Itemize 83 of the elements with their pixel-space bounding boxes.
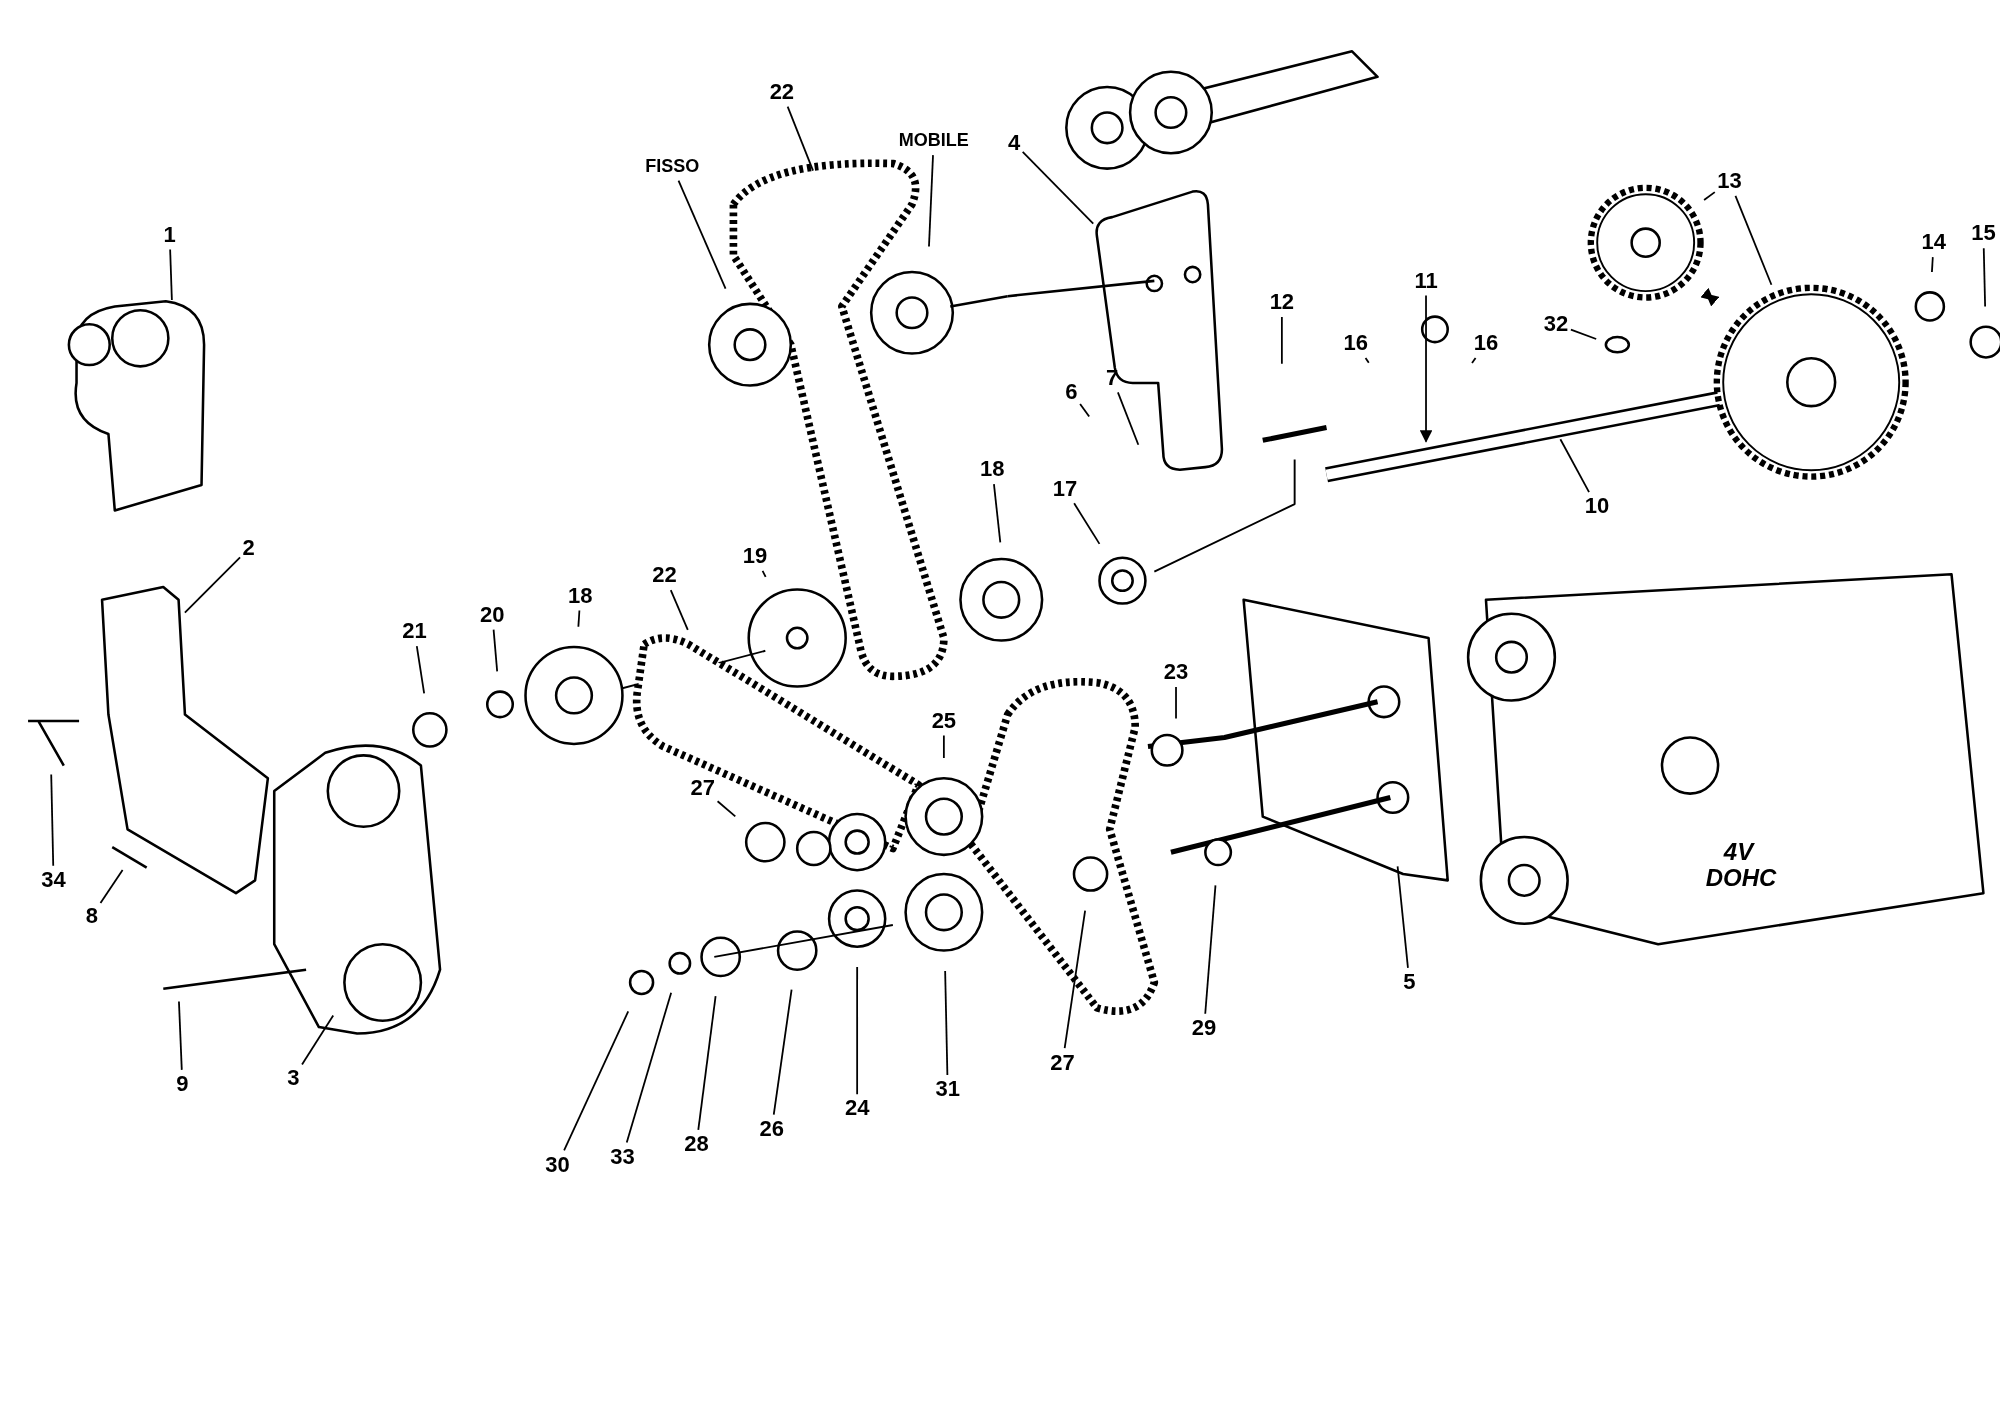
- callout-number: 30: [545, 1152, 570, 1177]
- leader-line: [1073, 502, 1101, 545]
- callout-number: 14: [1921, 230, 1946, 255]
- callout-number: 33: [610, 1144, 635, 1169]
- callout-number: 29: [1191, 1016, 1217, 1041]
- part-label: MOBILE: [898, 128, 969, 153]
- leader-line: [856, 966, 859, 1096]
- callout-number: 16: [1473, 331, 1499, 356]
- leader-line: [761, 570, 767, 578]
- double-arrow: [1700, 287, 1720, 307]
- leader-line: [669, 589, 689, 631]
- callout-number: 3: [287, 1065, 300, 1090]
- arrow: [1419, 294, 1433, 443]
- callout-number: 18: [568, 583, 593, 608]
- leader-line: [1021, 151, 1095, 225]
- callout-number: 8: [85, 903, 98, 928]
- leader-line: [1396, 865, 1409, 969]
- leader-line: [1175, 686, 1177, 720]
- callout-number: 17: [1052, 476, 1078, 501]
- part-label: FISSO: [645, 153, 700, 178]
- leader-line: [1117, 391, 1140, 446]
- leader-line: [1079, 403, 1091, 418]
- callout-number: 4: [1007, 130, 1021, 155]
- callout-number: 28: [684, 1132, 709, 1157]
- leader-line: [178, 1000, 183, 1071]
- callout-number: 9: [176, 1072, 189, 1097]
- callout-number: 31: [935, 1077, 960, 1102]
- callout-number: 15: [1971, 221, 1996, 246]
- leader-line: [1364, 357, 1370, 364]
- callout-number: 34: [41, 868, 66, 893]
- leader-line: [577, 609, 581, 628]
- leader-line: [50, 773, 55, 867]
- callout-number: 25: [931, 708, 957, 733]
- callout-number: 18: [980, 457, 1005, 482]
- callout-number: 16: [1343, 331, 1369, 356]
- leader-line: [301, 1014, 335, 1066]
- leader-line: [1570, 328, 1598, 340]
- callout-number: 12: [1269, 290, 1295, 315]
- leader-line: [1204, 884, 1217, 1015]
- leader-line: [1063, 909, 1086, 1050]
- leader-line: [184, 556, 241, 614]
- callout-number: 26: [759, 1116, 784, 1141]
- callout-number: 10: [1584, 494, 1610, 519]
- callout-number: 13: [1717, 169, 1742, 194]
- leader-line: [169, 248, 173, 301]
- callout-number: 27: [690, 776, 716, 801]
- sprocket-drawing: [1586, 183, 1705, 301]
- leader-line: [943, 734, 945, 759]
- leader-line: [1703, 191, 1716, 201]
- leader-line: [993, 483, 1002, 544]
- callout-number: 6: [1065, 379, 1078, 404]
- leader-line: [928, 154, 934, 248]
- callout-number: 32: [1543, 311, 1569, 336]
- callout-number: 2: [242, 536, 255, 561]
- leader-line: [716, 800, 737, 818]
- leader-line: [1734, 195, 1773, 286]
- callout-number: 5: [1403, 970, 1416, 995]
- leader-line: [492, 628, 499, 673]
- leader-line: [1559, 438, 1590, 493]
- callout-number: 1: [163, 222, 176, 247]
- callout-number: 22: [769, 79, 795, 104]
- leader-line: [99, 869, 124, 904]
- leader-line: [786, 105, 814, 172]
- leader-line: [1931, 256, 1934, 273]
- leader-line: [563, 1010, 630, 1152]
- callout-number: 11: [1414, 268, 1438, 293]
- callout-number: 21: [402, 619, 427, 644]
- callout-number: 27: [1050, 1050, 1075, 1075]
- leader-line: [415, 645, 426, 695]
- callout-number: 23: [1163, 660, 1189, 685]
- leader-line: [944, 970, 949, 1076]
- leader-line: [1471, 357, 1477, 364]
- gear-drawing: [1713, 284, 1910, 481]
- leader-line: [677, 179, 727, 290]
- leader-line: [1281, 316, 1283, 365]
- callout-number: 22: [652, 563, 677, 588]
- callout-number: 19: [742, 544, 768, 569]
- callout-number: 20: [480, 602, 505, 627]
- leader-line: [697, 995, 717, 1131]
- leader-line: [625, 991, 673, 1144]
- callout-number: 24: [844, 1096, 870, 1121]
- leader-line: [772, 988, 793, 1116]
- leader-line: [1982, 247, 1987, 308]
